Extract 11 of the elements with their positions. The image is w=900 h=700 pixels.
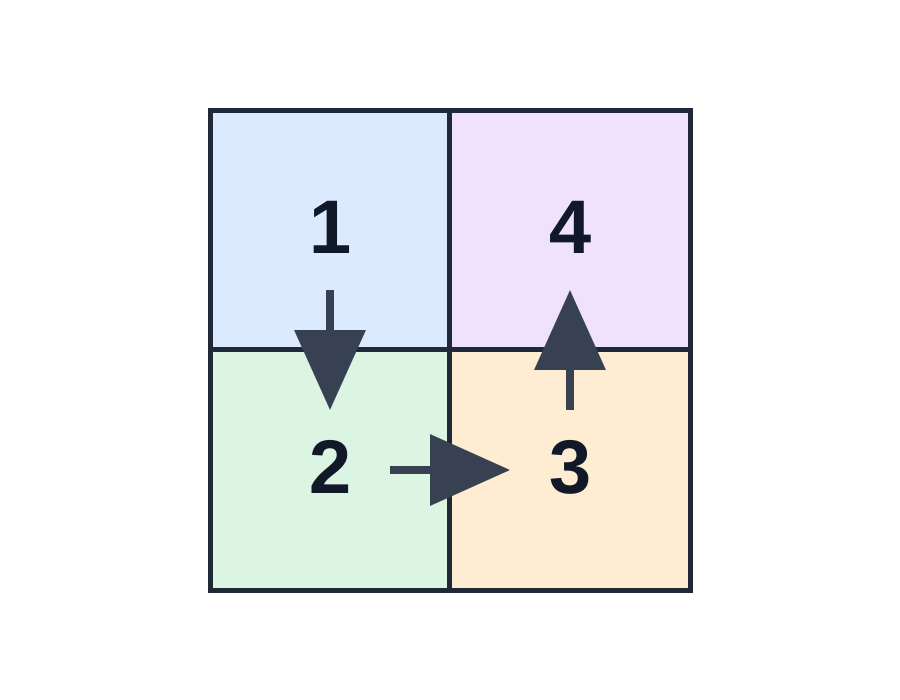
- grid-square: [208, 108, 450, 350]
- arrow: [294, 290, 366, 410]
- arrow: [390, 434, 510, 506]
- step-number: 4: [548, 190, 592, 266]
- step-number: 2: [308, 430, 352, 506]
- step-number: 3: [548, 430, 592, 506]
- grid-square: [450, 350, 693, 593]
- grid-square: [450, 108, 693, 350]
- arrow: [534, 290, 606, 410]
- grid-square: [208, 350, 450, 593]
- step-number: 1: [308, 190, 352, 266]
